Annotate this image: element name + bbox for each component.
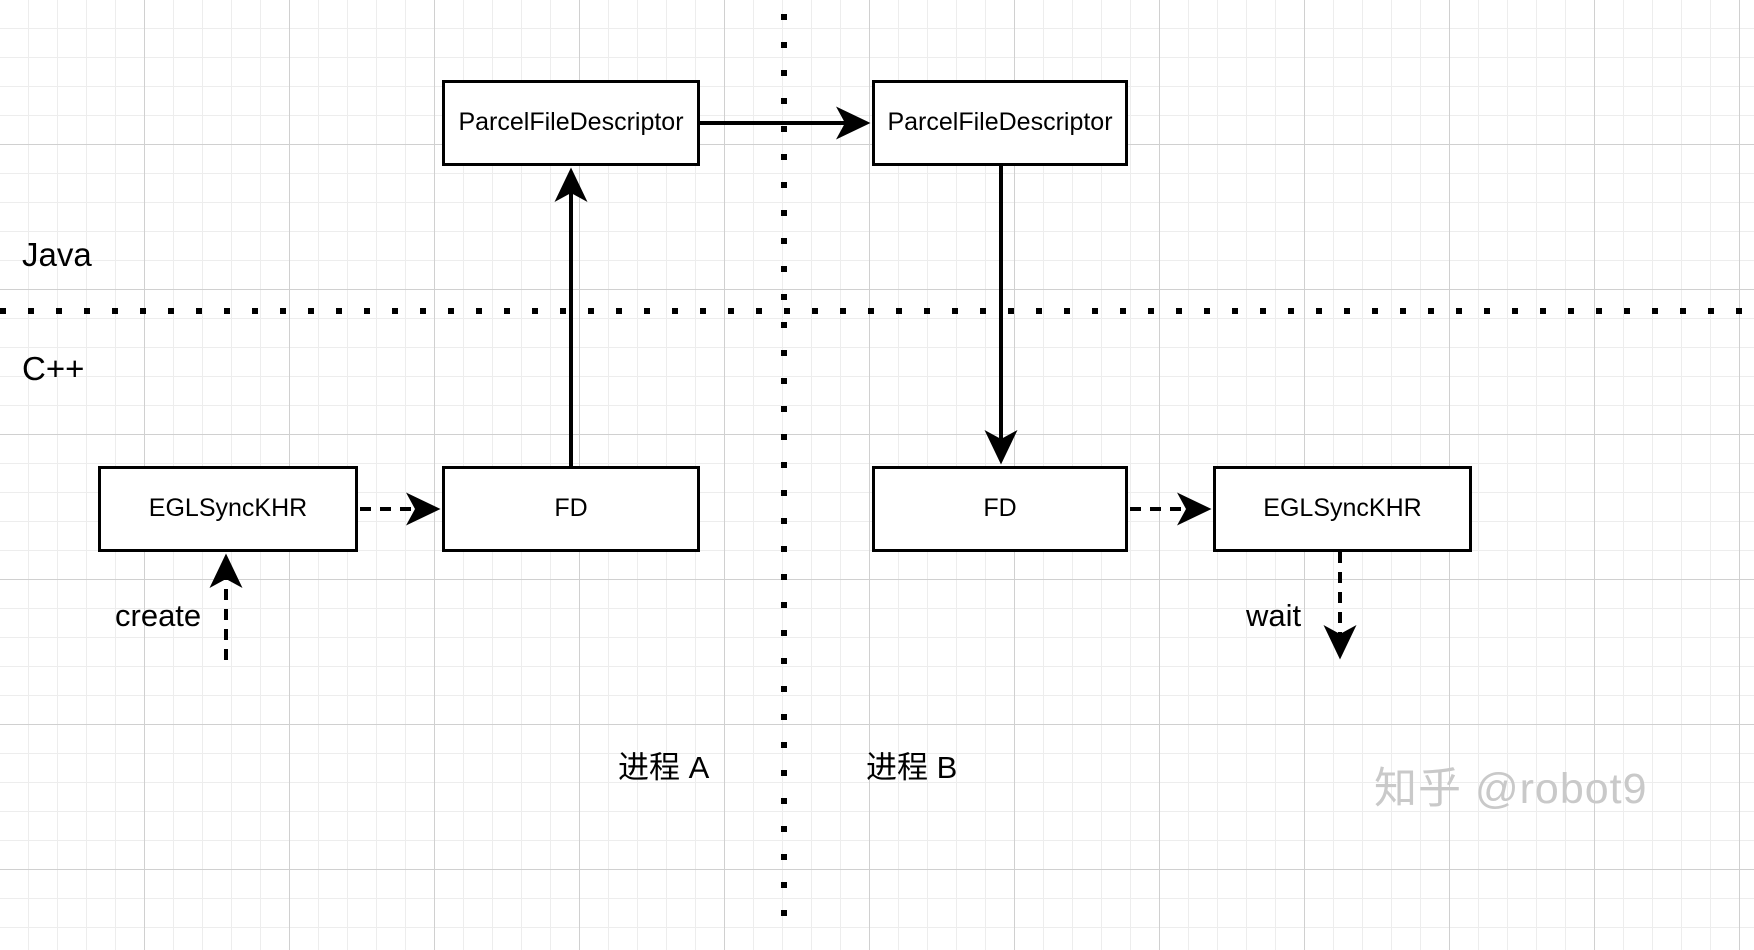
- edge-label-create: create: [115, 598, 202, 633]
- node-fd-a[interactable]: FD: [442, 466, 700, 552]
- node-label: EGLSyncKHR: [1263, 494, 1422, 523]
- node-label: FD: [983, 494, 1017, 523]
- edge-label-wait: wait: [1246, 598, 1302, 633]
- zone-label-process-a: 进程 A: [618, 750, 710, 785]
- node-eglsynckhr-b[interactable]: EGLSyncKHR: [1213, 466, 1472, 552]
- node-label: ParcelFileDescriptor: [458, 108, 684, 137]
- node-parcelfiledescriptor-a[interactable]: ParcelFileDescriptor: [442, 80, 700, 166]
- node-parcelfiledescriptor-b[interactable]: ParcelFileDescriptor: [872, 80, 1128, 166]
- layer-label-java: Java: [22, 236, 92, 273]
- node-eglsynckhr-a[interactable]: EGLSyncKHR: [98, 466, 358, 552]
- zone-label-process-b: 进程 B: [866, 750, 958, 785]
- node-fd-b[interactable]: FD: [872, 466, 1128, 552]
- node-label: ParcelFileDescriptor: [887, 108, 1113, 137]
- watermark: 知乎 @robot9: [1374, 765, 1648, 813]
- layer-label-cpp: C++: [22, 350, 85, 387]
- node-label: EGLSyncKHR: [148, 494, 308, 523]
- node-label: FD: [554, 494, 588, 523]
